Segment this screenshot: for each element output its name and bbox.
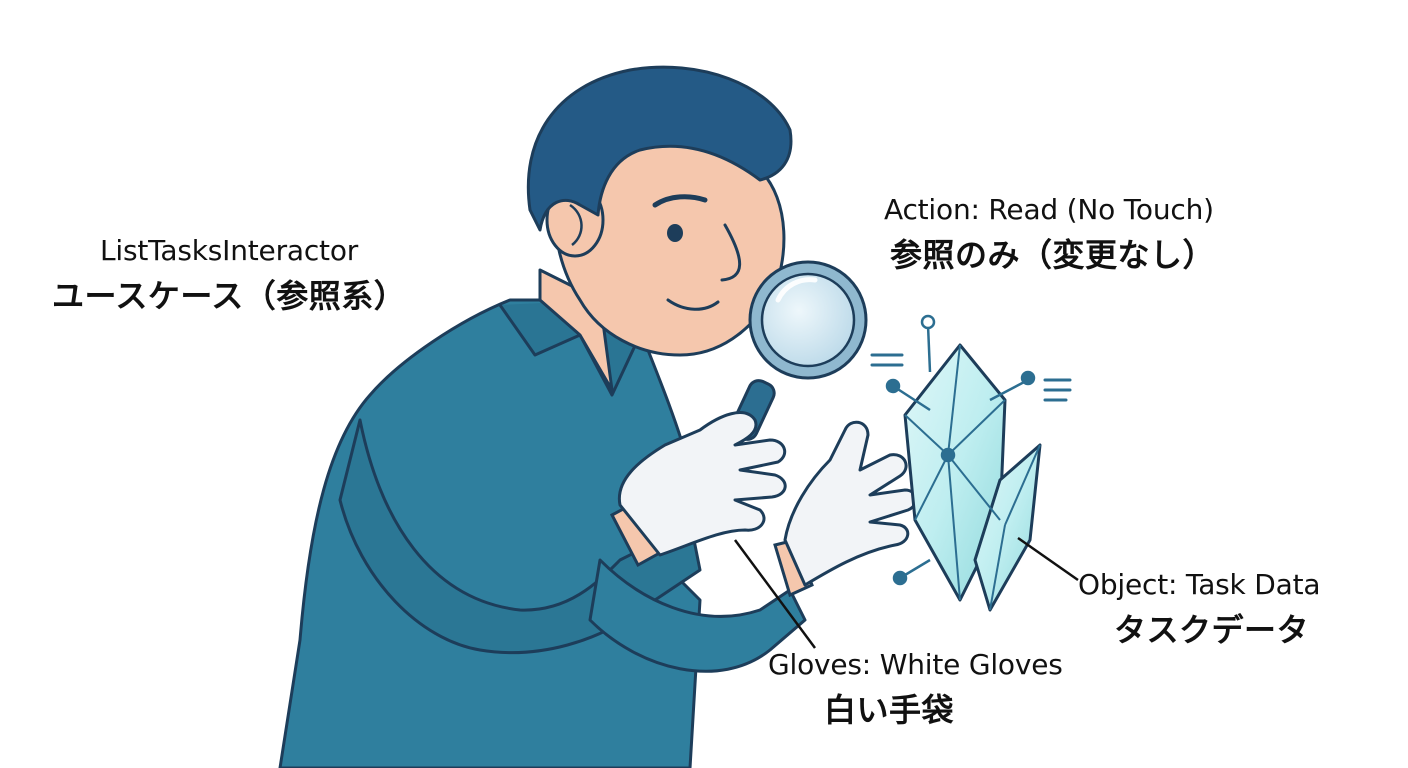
crystal-data [870,314,1072,612]
gloves-label: Gloves: White Gloves 白い手袋 [768,648,1063,731]
data-lines-icon [870,353,1072,402]
hair [526,65,793,232]
gloves-label-ja: 白い手袋 [824,691,955,729]
object-label-ja: タスクデータ [1114,611,1310,649]
data-nodes [885,314,1036,586]
person [278,65,814,768]
magnifying-glass [730,260,868,441]
action-label-en: Action: Read (No Touch) [884,193,1214,226]
usecase-label-ja: ユースケース（参照系） [52,277,407,315]
object-pointer [1017,536,1079,582]
left-glove [617,411,787,557]
object-label-en: Object: Task Data [1078,568,1321,601]
usecase-label: ListTasksInteractor ユースケース（参照系） [52,234,406,317]
gloves-label-en: Gloves: White Gloves [768,648,1063,681]
shirt [278,298,702,768]
usecase-label-en: ListTasksInteractor [100,234,359,267]
object-label: Object: Task Data タスクデータ [1078,568,1321,651]
action-label-ja: 参照のみ（変更なし） [890,236,1216,274]
eye [667,224,683,242]
pointer-lines [733,536,1079,649]
gloves [617,411,918,587]
action-label: Action: Read (No Touch) 参照のみ（変更なし） [884,193,1215,276]
gloves-pointer [733,539,817,649]
right-arm [588,558,807,673]
right-glove [783,420,918,587]
